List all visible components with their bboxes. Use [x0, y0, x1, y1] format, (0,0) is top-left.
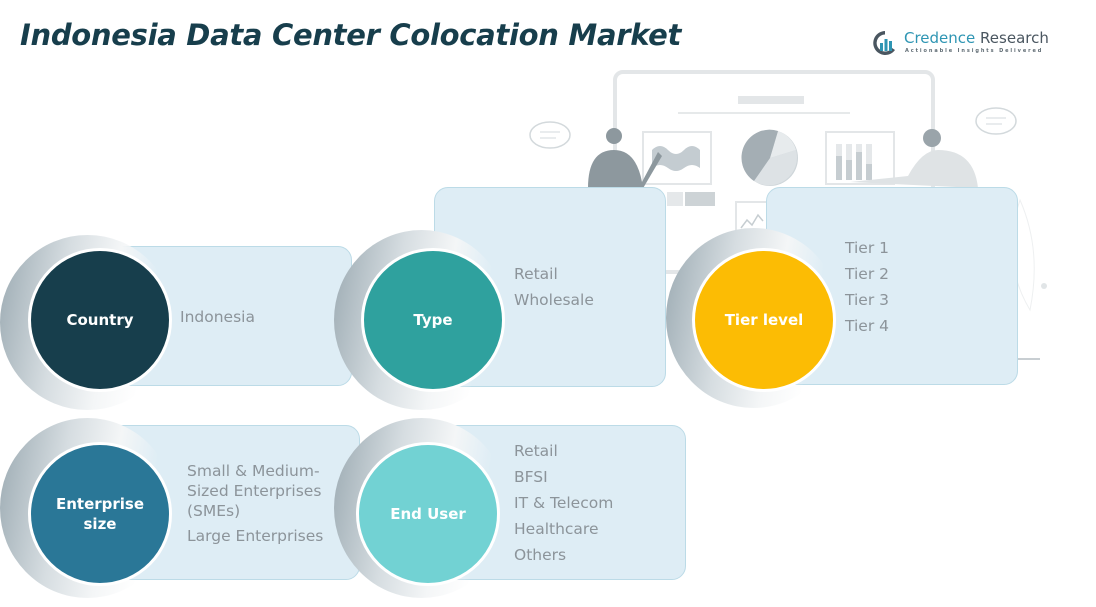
end-user-item: Retail: [514, 442, 558, 460]
enterprise-item: Small & Medium-: [187, 462, 320, 480]
bar-chart-circle-icon: [873, 31, 895, 55]
end-user-item: IT & Telecom: [514, 494, 614, 512]
type-item: Wholesale: [514, 291, 594, 309]
credence-research-logo: Credence Research Actionable Insights De…: [872, 28, 1062, 58]
end-user-item: Healthcare: [514, 520, 599, 538]
end-user-items: Retail BFSI IT & Telecom Healthcare Othe…: [514, 438, 613, 568]
country-badge: Country: [28, 248, 172, 392]
logo-name: Credence Research: [904, 29, 1049, 47]
country-item: Indonesia: [180, 308, 255, 326]
end-user-label: End User: [390, 505, 466, 523]
type-label: Type: [413, 311, 453, 329]
type-badge: Type: [361, 248, 505, 392]
tier-item: Tier 2: [845, 265, 889, 283]
page-title: Indonesia Data Center Colocation Market: [20, 18, 682, 52]
tier-item: Tier 4: [845, 317, 889, 335]
country-label: Country: [66, 311, 134, 329]
logo-tagline: Actionable Insights Delivered: [905, 48, 1044, 54]
tier-level-label: Tier level: [724, 311, 804, 329]
enterprise-item: (SMEs): [187, 502, 241, 520]
tier-item: Tier 1: [845, 239, 889, 257]
end-user-item: Others: [514, 546, 567, 564]
tier-level-badge: Tier level: [692, 248, 836, 392]
enterprise-item: Large Enterprises: [187, 527, 324, 545]
presentation-illustration: [529, 70, 1047, 360]
end-user-badge: End User: [356, 442, 500, 586]
enterprise-size-items: Small & Medium- Sized Enterprises (SMEs)…: [187, 461, 323, 546]
end-user-item: BFSI: [514, 468, 548, 486]
tier-level-items: Tier 1 Tier 2 Tier 3 Tier 4: [845, 235, 889, 339]
country-items: Indonesia: [180, 304, 255, 330]
type-item: Retail: [514, 265, 558, 283]
enterprise-item: Sized Enterprises: [187, 482, 322, 500]
tier-item: Tier 3: [845, 291, 889, 309]
type-items: Retail Wholesale: [514, 261, 594, 313]
